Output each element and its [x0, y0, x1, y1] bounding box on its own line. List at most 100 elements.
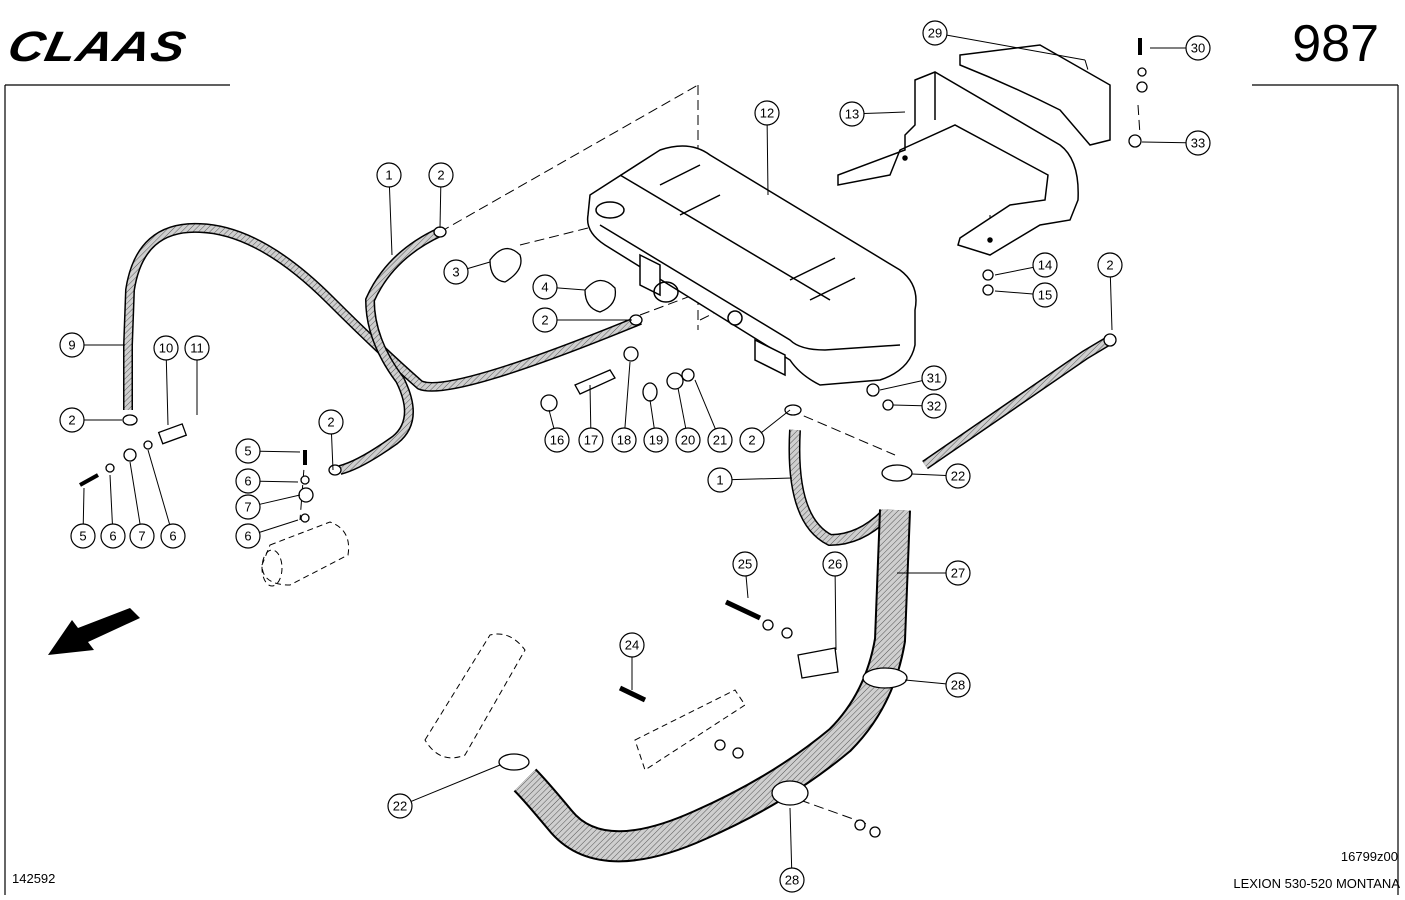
- callout-circle: [129, 523, 155, 549]
- callout-30: 30: [1150, 35, 1211, 61]
- callout-leader: [259, 494, 301, 505]
- callout-circle: [235, 438, 261, 464]
- callout-leader: [548, 409, 555, 429]
- direction-arrow: [48, 608, 140, 655]
- callout-number: 5: [244, 444, 251, 459]
- callout-31: 31: [879, 365, 947, 391]
- callout-number: 31: [927, 371, 941, 386]
- callout-25: 25: [732, 551, 758, 599]
- page-border: [4, 85, 1399, 895]
- callout-number: 24: [625, 638, 639, 653]
- callout-circle: [235, 523, 261, 549]
- callout-5: 5: [70, 487, 96, 549]
- callout-circle: [675, 427, 701, 453]
- callout-number: 33: [1191, 136, 1205, 151]
- callout-number: 22: [393, 799, 407, 814]
- callout-circle: [922, 20, 948, 46]
- callout-circle: [100, 523, 126, 549]
- callout-number: 6: [169, 529, 176, 544]
- callout-2: 2: [1097, 252, 1123, 331]
- callout-24: 24: [619, 632, 645, 690]
- callout-circle: [822, 551, 848, 577]
- callout-leader: [109, 474, 113, 525]
- callout-leader: [946, 34, 1086, 61]
- callout-29: 29: [922, 20, 1086, 61]
- callout-number: 6: [244, 474, 251, 489]
- callout-22: 22: [911, 463, 971, 489]
- callout-leader: [745, 575, 749, 599]
- callout-circle: [235, 494, 261, 520]
- callout-leader: [892, 404, 923, 407]
- callout-leader: [165, 359, 169, 426]
- callout-number: 3: [452, 265, 459, 280]
- callout-14: 14: [994, 252, 1058, 278]
- callout-number: 2: [541, 313, 548, 328]
- callout-number: 6: [244, 529, 251, 544]
- callout-21: 21: [694, 379, 733, 453]
- callout-leader: [147, 449, 171, 525]
- callout-leader: [388, 186, 393, 256]
- callout-number: 21: [713, 433, 727, 448]
- callout-leader: [761, 409, 791, 433]
- callout-10: 10: [153, 335, 179, 426]
- callout-leader: [834, 575, 837, 651]
- page-number: 987: [1292, 15, 1379, 73]
- callout-circle: [1185, 35, 1211, 61]
- callout-circle: [160, 523, 186, 549]
- callout-leader: [863, 111, 906, 115]
- callout-number: 5: [79, 529, 86, 544]
- callout-circle: [376, 162, 402, 188]
- callout-circle: [754, 100, 780, 126]
- callout-9: 9: [59, 332, 125, 358]
- callout-leader: [904, 679, 947, 685]
- callout-leader: [677, 387, 687, 429]
- callout-circle: [532, 274, 558, 300]
- hoses: [123, 222, 1113, 863]
- callout-number: 7: [244, 500, 251, 515]
- callout-18: 18: [611, 361, 637, 453]
- callout-17: 17: [578, 384, 604, 453]
- callout-leader: [259, 450, 301, 453]
- callout-leader: [410, 764, 501, 802]
- callout-leader: [694, 379, 716, 430]
- callout-number: 28: [951, 678, 965, 693]
- callout-circle: [184, 335, 210, 361]
- callout-number: 1: [716, 473, 723, 488]
- callout-2: 2: [59, 407, 122, 433]
- callout-leader: [879, 380, 923, 391]
- callout-circle: [70, 523, 96, 549]
- callout-number: 2: [748, 433, 755, 448]
- callout-leader: [789, 807, 793, 869]
- callout-1: 1: [707, 467, 793, 493]
- callout-leader: [589, 384, 592, 429]
- callout-circle: [732, 551, 758, 577]
- callout-circle: [945, 463, 971, 489]
- callout-7: 7: [235, 494, 301, 520]
- callout-7: 7: [129, 461, 155, 549]
- callout-2: 2: [428, 162, 454, 229]
- callout-circle: [1032, 282, 1058, 308]
- callout-circle: [387, 793, 413, 819]
- callout-circle: [619, 632, 645, 658]
- callout-circle: [578, 427, 604, 453]
- callout-leader: [439, 186, 442, 229]
- callout-number: 13: [845, 107, 859, 122]
- callout-circle: [739, 427, 765, 453]
- callout-number: 2: [1106, 258, 1113, 273]
- callout-2: 2: [318, 409, 344, 471]
- callout-number: 26: [828, 557, 842, 572]
- callout-number: 30: [1191, 41, 1205, 56]
- callout-leader: [556, 287, 586, 291]
- callout-28: 28: [904, 672, 971, 698]
- callout-6: 6: [147, 449, 186, 549]
- callout-circle: [318, 409, 344, 435]
- callout-circle: [153, 335, 179, 361]
- reference-outlines: [261, 521, 746, 771]
- callout-number: 2: [327, 415, 334, 430]
- callout-circle: [643, 427, 669, 453]
- callout-number: 20: [681, 433, 695, 448]
- callout-number: 19: [649, 433, 663, 448]
- drawing-number: 16799z00: [1340, 849, 1398, 864]
- tank: [586, 145, 917, 386]
- callout-number: 32: [927, 399, 941, 414]
